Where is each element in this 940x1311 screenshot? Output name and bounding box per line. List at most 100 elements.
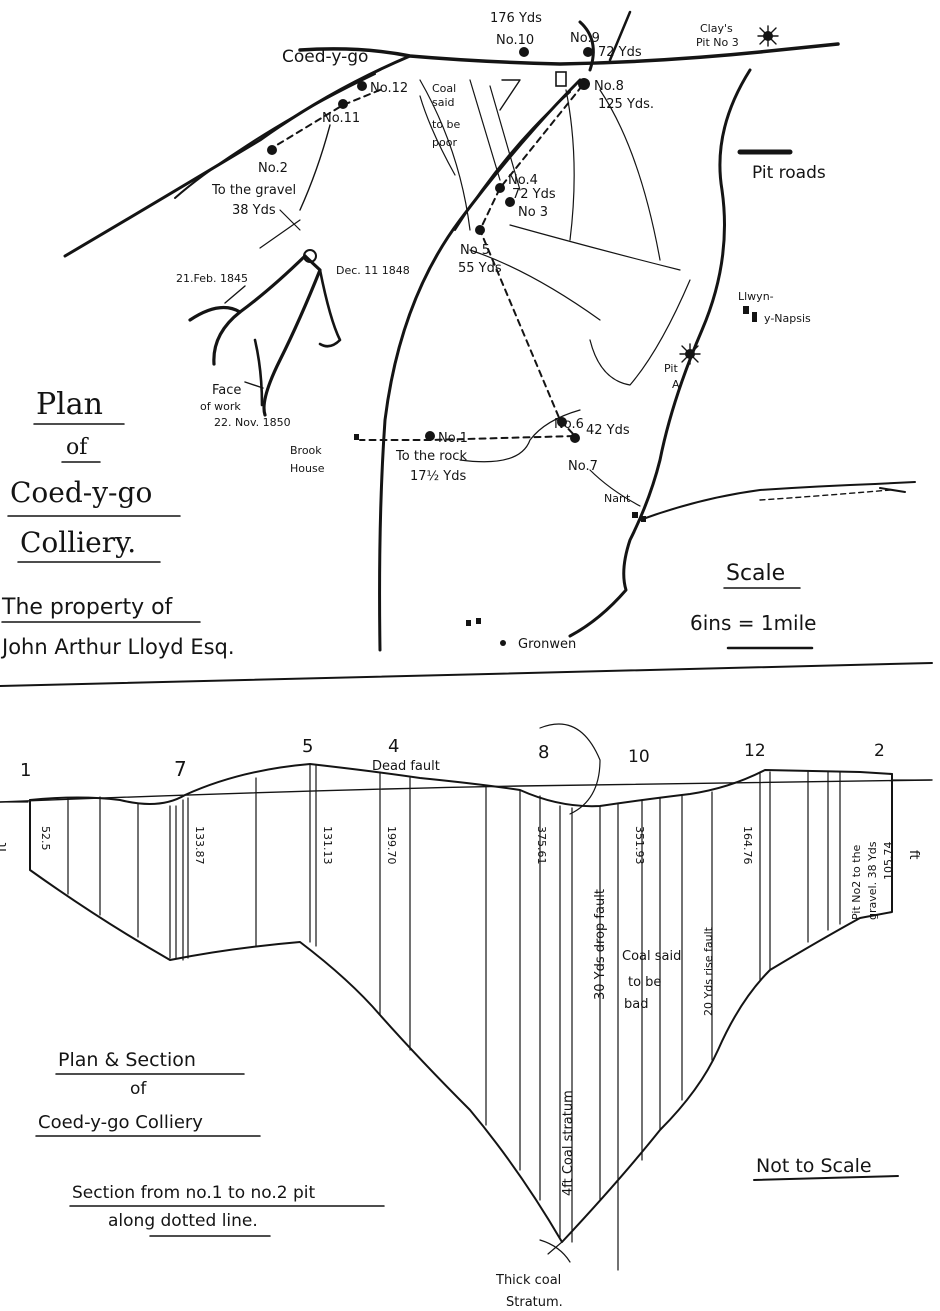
llwyn-label-1: Llwyn- (738, 290, 774, 303)
pit-no6-marker (557, 417, 567, 427)
clays-pit-star-icon (757, 25, 779, 47)
section-shafts (67, 764, 841, 1271)
pit-no9-marker (583, 47, 593, 57)
pit-a-label-1: Pit (664, 362, 678, 375)
scale-label: Scale (726, 561, 785, 586)
nant-lane-end (874, 481, 916, 493)
pits (267, 47, 593, 443)
brook-house-label-1: Brook (290, 444, 322, 457)
pit-no9-distance: 72 Yds (598, 45, 642, 60)
plan-title-line-2: of (66, 435, 89, 460)
depth-pit-4: 199.70 (385, 826, 398, 865)
owner-line-2: John Arthur Lloyd Esq. (0, 635, 235, 659)
drop-fault-label: 30 Yds drop fault (593, 889, 608, 1000)
thick-coal-label-1: Thick coal (495, 1273, 561, 1288)
date1-leader (224, 285, 246, 304)
field-line-1 (419, 79, 471, 231)
pit-no5-marker (475, 225, 485, 235)
face-of-work-3: 22. Nov. 1850 (214, 416, 291, 429)
field-line-7 (589, 279, 691, 386)
working-east (262, 254, 322, 417)
symbols (354, 25, 779, 646)
coal-said-label-1: Coal (432, 82, 456, 95)
section-caption-5: along dotted line. (108, 1211, 258, 1231)
depth-pit-12: 164.76 (741, 826, 754, 865)
plan-labels: Coed-y-go 176 Yds No.10 No.9 72 Yds No.8… (176, 11, 811, 652)
pit8-building-lines (499, 79, 521, 111)
pit-no2-note-1: To the gravel (211, 183, 296, 198)
pit-no7-label: No.7 (568, 459, 598, 474)
west-road (63, 54, 412, 258)
pit-no10-label: No.10 (496, 33, 534, 48)
pit-no4-marker (495, 183, 505, 193)
section-pit-5: 5 (302, 736, 313, 757)
pit-no6-distance: 42 Yds (586, 423, 630, 438)
nant-building-2-icon (641, 516, 646, 522)
section-profile (0, 723, 933, 1271)
nant-lane (639, 483, 876, 521)
ft-right: ft (906, 850, 921, 859)
section-caption-4: Section from no.1 to no.2 pit (72, 1183, 316, 1203)
scale-block: Scale 6ins = 1mile (690, 561, 816, 650)
pit2-note-2: gravel. 38 Yds (866, 841, 879, 920)
depth-pit-1: 52.5 (39, 826, 52, 851)
coal-bad-label-2: to be (628, 975, 661, 990)
workings-date-2: Dec. 11 1848 (336, 264, 410, 277)
pit-no11-label: No.11 (322, 111, 360, 126)
field-line-2 (469, 79, 501, 181)
brook-house-icon (354, 434, 359, 440)
main-road (298, 42, 840, 66)
field-line-6 (509, 224, 681, 271)
central-road-inner (454, 91, 571, 231)
coal-said-label-2: said (432, 96, 455, 109)
coal-said-label-4: poor (432, 136, 457, 149)
pencil-mark (539, 723, 601, 815)
section-base-outline (29, 773, 893, 1243)
llwyn-label-2: y-Napsis (764, 312, 811, 325)
gronwen-marker (500, 640, 506, 646)
face-arrow (244, 381, 264, 389)
roads (63, 10, 916, 652)
pit-no9-label: No.9 (570, 31, 600, 46)
pit-no7-marker (570, 433, 580, 443)
depth-pit-7: 133.87 (193, 826, 206, 865)
pit-no1-note-2: 17½ Yds (410, 469, 466, 484)
gronwen-building-icon (466, 620, 471, 626)
pit-no4-label: No.4 (508, 173, 538, 188)
workings-shaft (303, 249, 317, 263)
depth-pit-5: 131.13 (321, 826, 334, 865)
pit-no8-label: No.8 (594, 79, 624, 94)
llwyn-building-icon (743, 306, 749, 314)
pit-no10-distance: 176 Yds (490, 11, 542, 26)
pit-no2-label: No.2 (258, 161, 288, 176)
pit-no6-label: No.6 (554, 417, 584, 432)
section-pit-10: 10 (628, 747, 650, 767)
gravel-lines (259, 209, 301, 249)
pit-no1-marker (425, 431, 435, 441)
scale-value: 6ins = 1mile (690, 611, 816, 635)
coal-bad-label-1: Coal said (622, 949, 681, 964)
section-caption-2: of (130, 1079, 147, 1099)
pit-no1-label: No.1 (438, 431, 468, 446)
field-line-3 (489, 85, 521, 191)
field-line-8 (469, 249, 601, 321)
section-caption-1: Plan & Section (58, 1049, 196, 1071)
face-of-work-1: Face (212, 383, 241, 398)
section-pit-7: 7 (174, 757, 187, 781)
working-west (188, 305, 242, 322)
clays-pit-label-2: Pit No 3 (696, 36, 739, 49)
sheet-divider (0, 662, 933, 687)
thick-coal-label-2: Stratum. (506, 1295, 563, 1310)
section-pit-4: 4 (388, 736, 399, 757)
pit-no2-note-2: 38 Yds (232, 203, 276, 218)
west-road-inner (174, 73, 376, 199)
pit-no4-distance: 72 Yds (512, 187, 556, 202)
gronwen-building-2-icon (476, 618, 481, 624)
face-of-work-2: of work (200, 400, 241, 413)
nant-building-icon (632, 512, 638, 518)
field-line-11 (419, 95, 456, 176)
depth-pit-8: 375.61 (535, 826, 548, 865)
workings-date-1: 21.Feb. 1845 (176, 272, 248, 285)
section-pit-1: 1 (20, 760, 31, 781)
